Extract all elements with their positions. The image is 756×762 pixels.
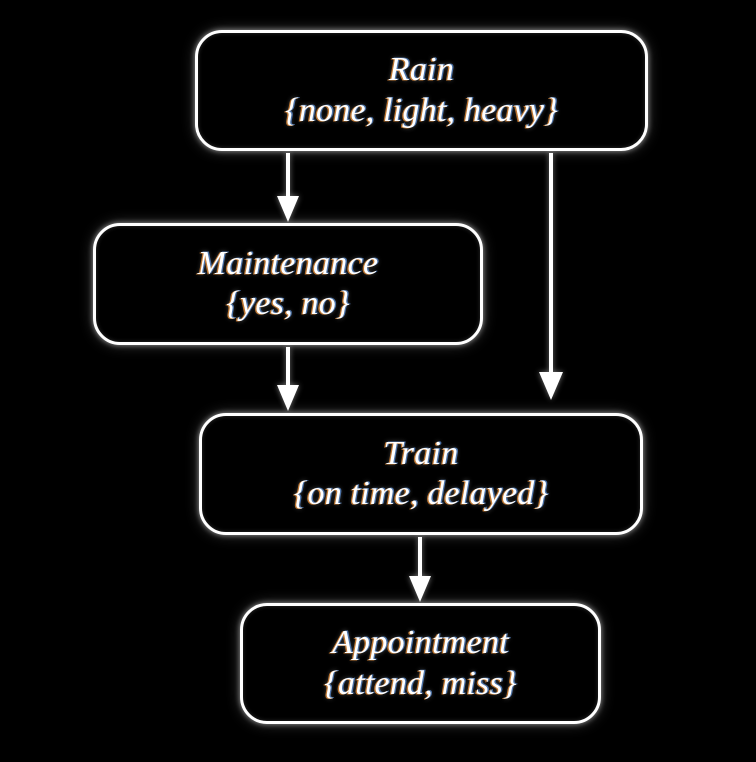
node-train[interactable]: Train {on time, delayed} (199, 413, 643, 535)
node-appointment[interactable]: Appointment {attend, miss} (240, 603, 601, 724)
node-rain[interactable]: Rain {none, light, heavy} (195, 30, 648, 151)
node-train-states: {on time, delayed} (293, 475, 549, 512)
node-rain-label: Rain (388, 51, 455, 89)
node-maintenance-states: {yes, no} (226, 285, 350, 322)
node-train-label: Train (383, 434, 459, 472)
edge-rain-to-train (539, 153, 563, 400)
edge-maintenance-to-train (277, 347, 299, 411)
edge-train-to-appointment (409, 537, 431, 602)
edge-rain-to-maintenance (277, 153, 299, 222)
node-appointment-states: {attend, miss} (324, 664, 517, 702)
node-rain-states: {none, light, heavy} (285, 91, 558, 129)
node-appointment-label: Appointment (331, 624, 510, 662)
node-maintenance-label: Maintenance (197, 244, 379, 282)
node-maintenance[interactable]: Maintenance {yes, no} (93, 223, 483, 345)
